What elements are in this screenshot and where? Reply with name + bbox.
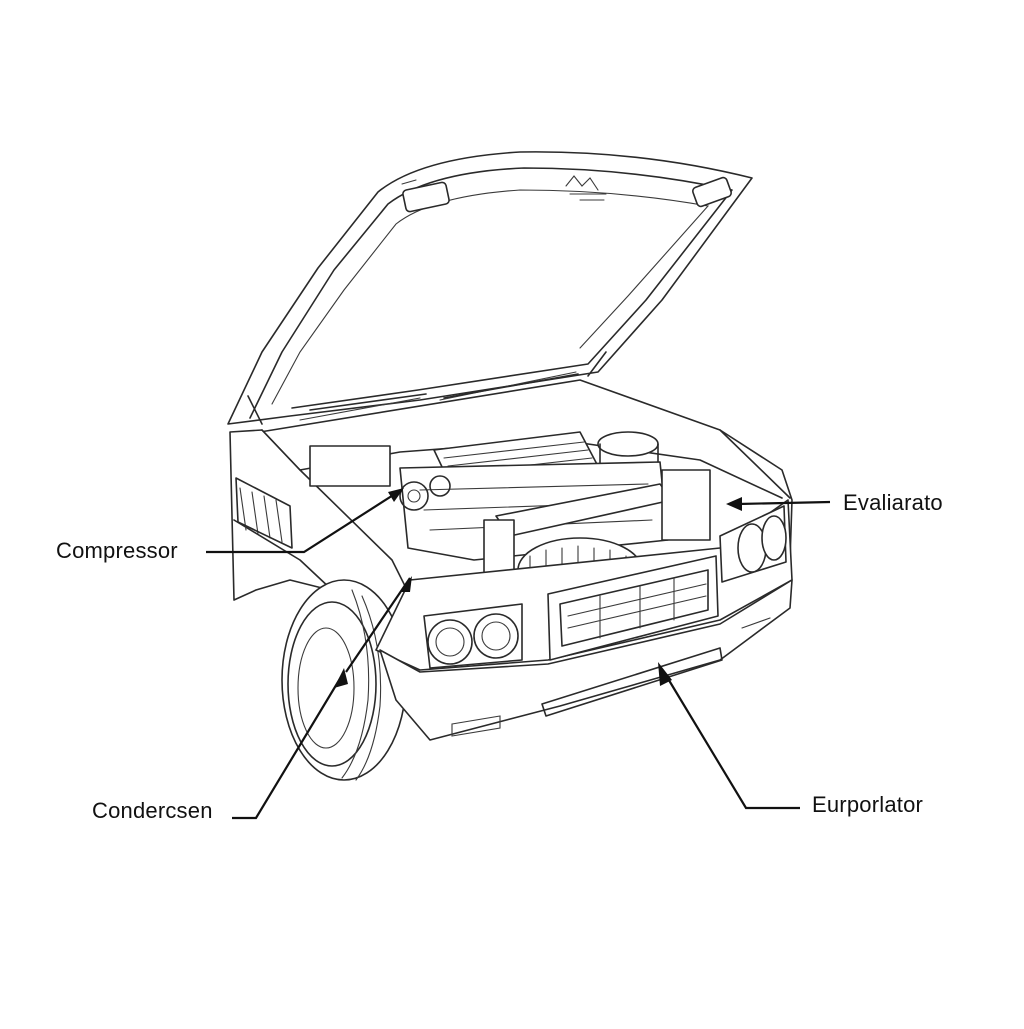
leader-compressor (206, 488, 404, 554)
label-condenser: Condercsen (92, 798, 213, 823)
front-fascia (375, 499, 793, 741)
label-compressor: Compressor (56, 538, 178, 563)
leader-condenser (232, 576, 412, 820)
leader-evaporator-top (726, 497, 831, 511)
cowl (259, 371, 791, 499)
label-evaporator-bottom: Eurporlator (812, 792, 924, 817)
hood (227, 151, 753, 425)
label-evaporator-top: Evaliarato (843, 490, 943, 515)
leader-evaporator-bottom (658, 662, 800, 810)
